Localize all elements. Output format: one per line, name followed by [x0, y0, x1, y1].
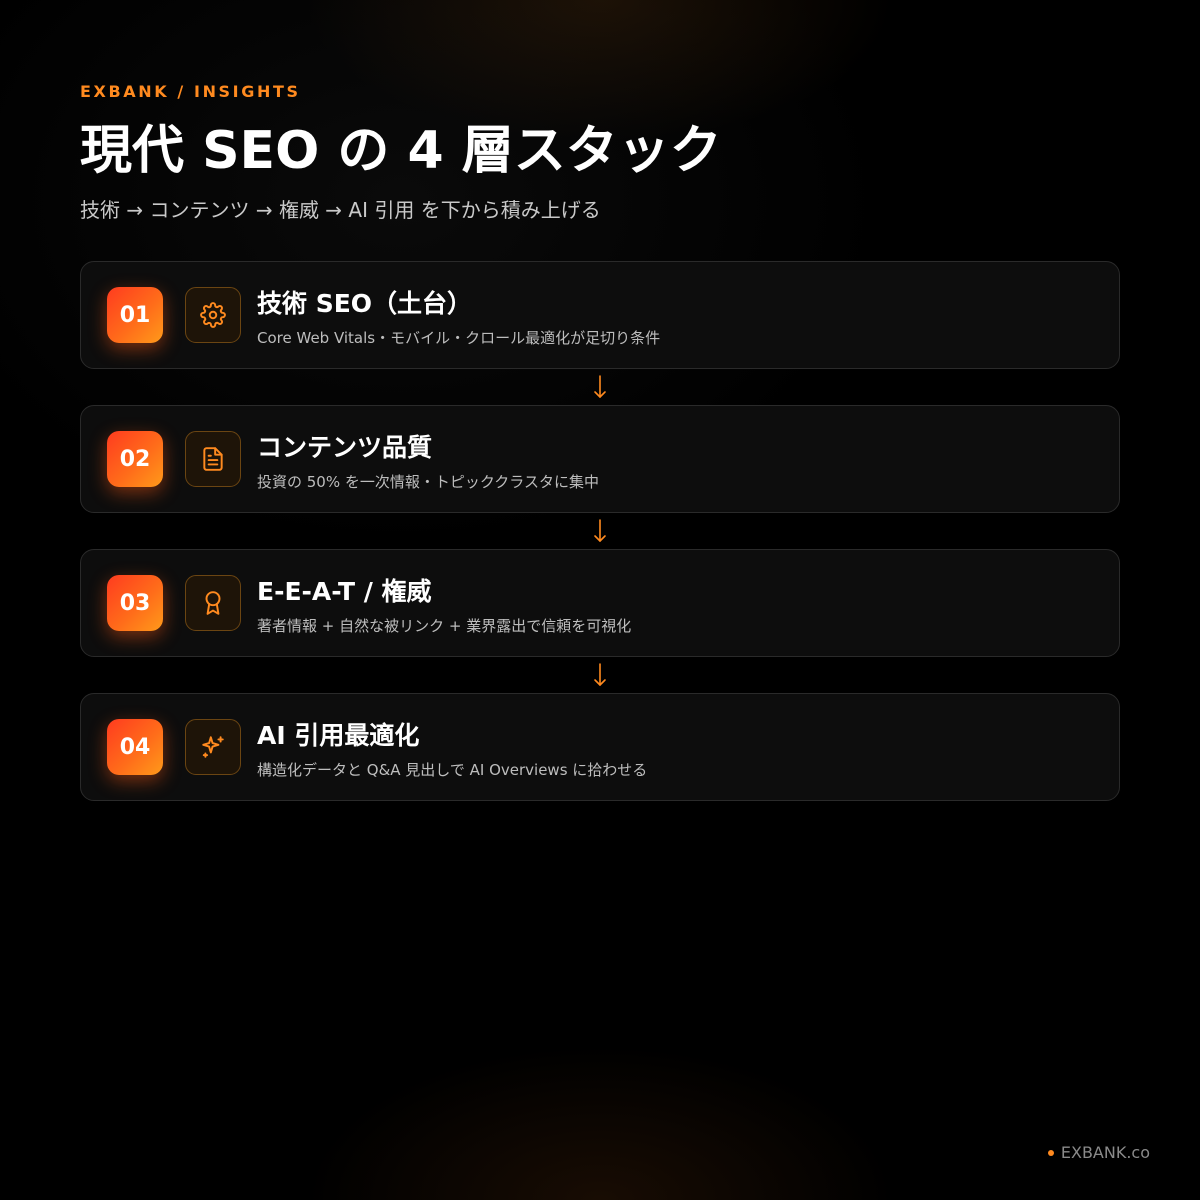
gear-icon: [185, 287, 241, 343]
layer-description: 著者情報 + 自然な被リンク + 業界露出で信頼を可視化: [257, 617, 632, 635]
layer-card-technical-seo: 01 技術 SEO（土台） Core Web Vitals・モバイル・クロール最…: [80, 261, 1120, 369]
layer-card-ai-citation: 04 AI 引用最適化 構造化データと Q&A 見出しで AI Overview…: [80, 693, 1120, 801]
page-title: 現代 SEO の 4 層スタック: [80, 121, 722, 181]
layer-description: 投資の 50% を一次情報・トピッククラスタに集中: [257, 473, 599, 491]
arrow-down-icon: [588, 660, 612, 690]
layer-description: 構造化データと Q&A 見出しで AI Overviews に拾わせる: [257, 761, 648, 779]
layer-card-eeat-authority: 03 E-E-A-T / 権威 著者情報 + 自然な被リンク + 業界露出で信頼…: [80, 549, 1120, 657]
layer-number-badge: 04: [107, 719, 163, 775]
arrow-down-icon: [588, 372, 612, 402]
layer-number-badge: 01: [107, 287, 163, 343]
page-subtitle: 技術 → コンテンツ → 権威 → AI 引用 を下から積み上げる: [80, 198, 601, 222]
layer-title: E-E-A-T / 権威: [257, 577, 432, 606]
document-icon: [185, 431, 241, 487]
layer-number-badge: 02: [107, 431, 163, 487]
layer-number-badge: 03: [107, 575, 163, 631]
layer-title: 技術 SEO（土台）: [257, 289, 473, 318]
eyebrow-label: EXBANK / INSIGHTS: [80, 82, 301, 101]
footer-brand: EXBANK.co: [1047, 1143, 1150, 1162]
layer-title: AI 引用最適化: [257, 721, 420, 750]
layer-card-content-quality: 02 コンテンツ品質 投資の 50% を一次情報・トピッククラスタに集中: [80, 405, 1120, 513]
award-icon: [185, 575, 241, 631]
layer-description: Core Web Vitals・モバイル・クロール最適化が足切り条件: [257, 329, 661, 347]
footer-brand-label: EXBANK.co: [1060, 1143, 1150, 1162]
sparkles-icon: [185, 719, 241, 775]
layer-title: コンテンツ品質: [257, 433, 433, 462]
arrow-down-icon: [588, 516, 612, 546]
dot-icon: [1047, 1149, 1054, 1156]
